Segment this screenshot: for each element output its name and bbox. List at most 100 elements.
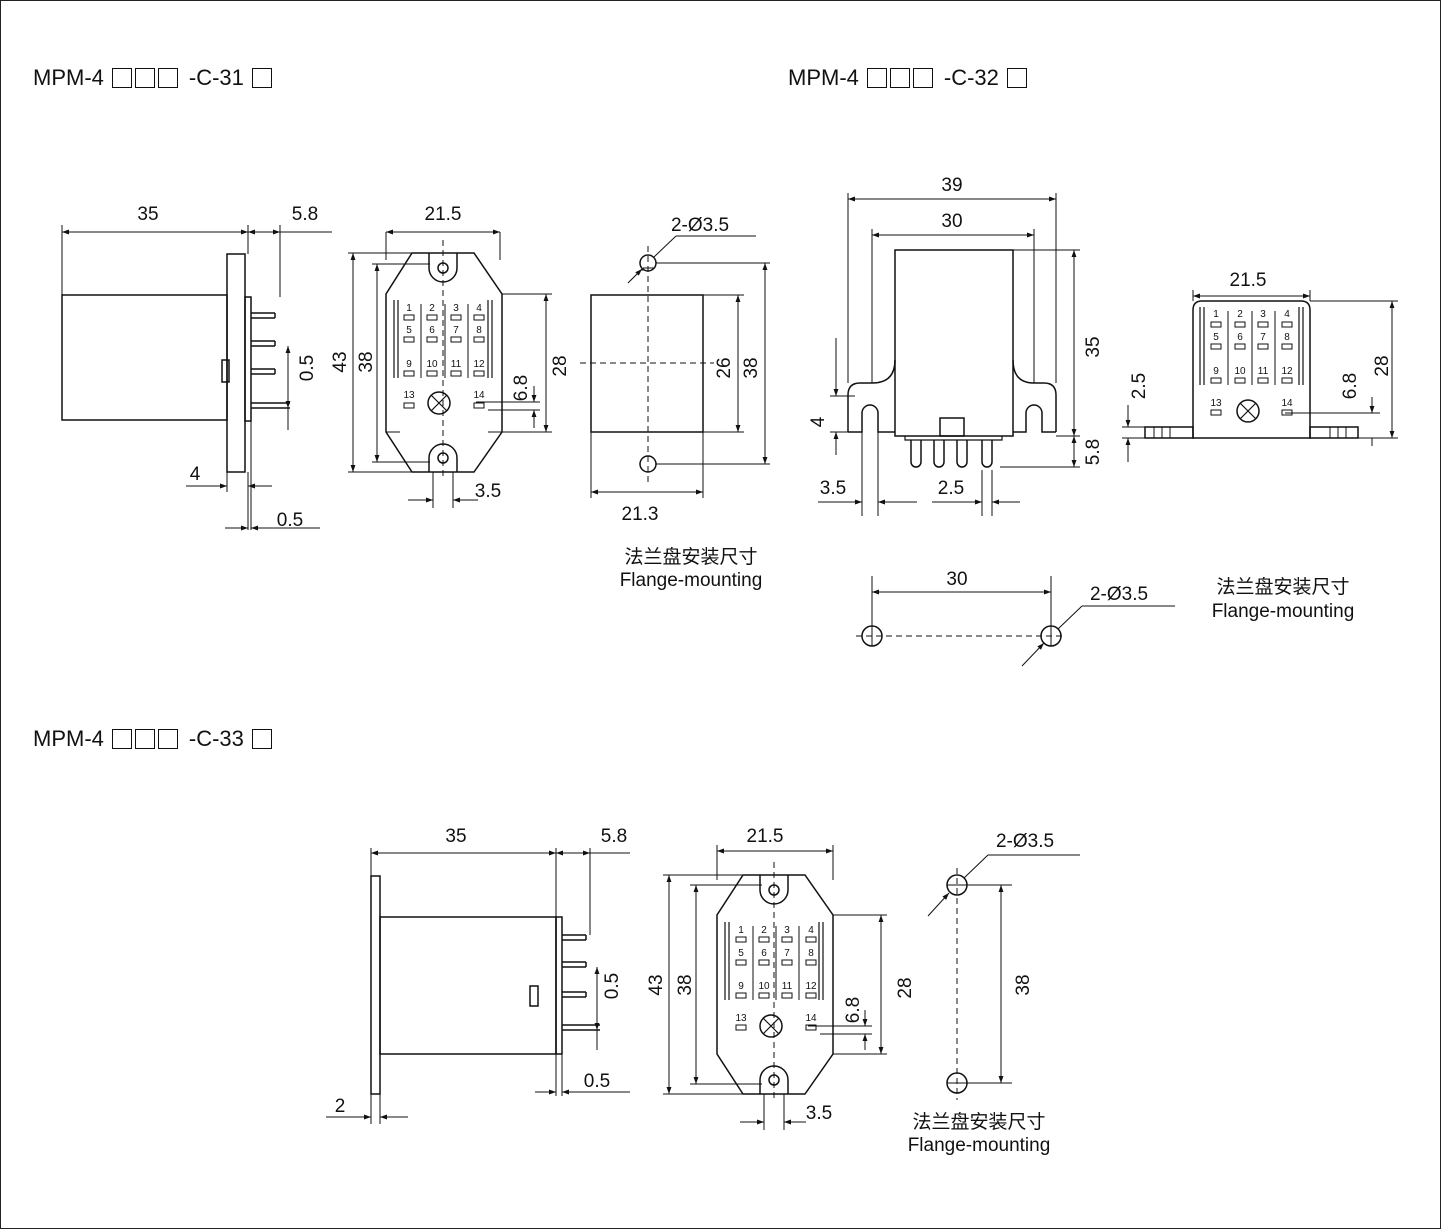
front-outline [385, 252, 503, 473]
code-box [251, 68, 272, 88]
pin-label: 7 [1260, 332, 1266, 343]
pin-label: 9 [1213, 366, 1219, 377]
dim-label: 38 [1013, 974, 1034, 995]
dim-label: 21.3 [622, 504, 659, 525]
dim-label: 0.5 [297, 355, 318, 381]
dim-label: 21.5 [1230, 270, 1267, 291]
pin-label: 9 [406, 359, 412, 370]
title-c33-suffix: -C-33 [188, 726, 244, 751]
pin-grid-c32: 1 2 3 4 5 6 7 8 9 10 11 12 13 14 [1210, 309, 1293, 416]
caption-en: Flange-mounting [620, 570, 763, 591]
title-c32-prefix: MPM-4 [788, 65, 859, 90]
test-button [1236, 399, 1260, 423]
relay-body [894, 249, 1014, 437]
pin-label: 8 [476, 325, 482, 336]
code-box [889, 68, 910, 88]
code-box [1006, 68, 1027, 88]
pin-label: 13 [403, 390, 415, 401]
pin-label: 1 [406, 303, 412, 314]
title-c33-prefix: MPM-4 [33, 726, 104, 751]
dim-label: 21.5 [425, 204, 462, 225]
base-plate [555, 916, 563, 1055]
pin-label: 7 [453, 325, 459, 336]
pin-label: 3 [784, 925, 790, 936]
title-c31-prefix: MPM-4 [33, 65, 104, 90]
pin-label: 10 [426, 359, 438, 370]
code-box [111, 729, 132, 749]
pin-label: 8 [808, 948, 814, 959]
flange-view-c32 [856, 625, 1066, 647]
caption-zh: 法兰盘安装尺寸 [1216, 576, 1349, 598]
dim-label: 35 [445, 826, 466, 847]
caption-en: Flange-mounting [908, 1135, 1051, 1156]
front-view-c33 [716, 874, 834, 1130]
pin-label: 6 [1237, 332, 1243, 343]
pin-label: 4 [1284, 309, 1290, 320]
left-tab [1144, 426, 1194, 439]
right-tab [1309, 426, 1359, 439]
dim-label: 6.8 [511, 375, 532, 401]
dim-label: 35 [137, 204, 158, 225]
dim-label: 38 [741, 357, 762, 378]
code-box [912, 68, 933, 88]
dim-label: 28 [550, 355, 571, 376]
dim-label: 5.8 [292, 204, 318, 225]
front-outline [716, 874, 834, 1095]
pin-label: 1 [738, 925, 744, 936]
dim-label: 3.5 [806, 1103, 832, 1124]
pin-label: 13 [735, 1013, 747, 1024]
pin-label: 5 [1213, 332, 1219, 343]
right-bracket [1012, 359, 1057, 432]
test-button [427, 391, 451, 415]
dim-label: 0.5 [584, 1071, 610, 1092]
bottom-view-c32 [1144, 300, 1359, 439]
pin-label: 6 [429, 325, 435, 336]
pin-grid-c33: 1 2 3 4 5 6 7 8 9 10 11 12 13 14 [735, 925, 817, 1031]
dim-label: 26 [714, 357, 735, 378]
pin-label: 5 [406, 325, 412, 336]
code-box [157, 68, 178, 88]
dims-flange-c33 [927, 854, 1080, 1084]
mounting-flange [370, 875, 381, 1095]
pin-grid-c31: 1 2 3 4 5 6 7 8 9 10 11 12 13 14 [403, 303, 485, 409]
side-view-c31 [61, 225, 290, 530]
dim-label: 5.8 [601, 826, 627, 847]
dim-label: 2.5 [938, 478, 964, 499]
pin-label: 2 [761, 925, 767, 936]
indicator-slot [529, 985, 539, 1007]
base-outline [1192, 300, 1311, 439]
pin-label: 14 [1281, 398, 1293, 409]
pin-label: 4 [808, 925, 814, 936]
pin-label: 3 [453, 303, 459, 314]
dim-label: 28 [1372, 355, 1393, 376]
dim-label: 38 [675, 974, 696, 995]
dim-label: 39 [941, 175, 962, 196]
dim-label: 38 [356, 351, 377, 372]
dim-label: 21.5 [747, 826, 784, 847]
dims-bottom-c32 [1122, 290, 1398, 462]
dim-label: 30 [941, 211, 962, 232]
mounting-slot [759, 1065, 789, 1094]
pin-label: 4 [476, 303, 482, 314]
dims-front-c31 [348, 229, 552, 503]
title-c31-suffix: -C-31 [188, 65, 244, 90]
dim-label: 28 [895, 977, 916, 998]
dims-side-c32 [818, 193, 1080, 516]
dim-label: 43 [330, 351, 351, 372]
dims-side-c33 [326, 850, 630, 1120]
pin-label: 8 [1284, 332, 1290, 343]
code-box [251, 729, 272, 749]
dim-label: 6.8 [843, 997, 864, 1023]
pin-label: 11 [782, 981, 793, 992]
pin-label: 2 [429, 303, 435, 314]
test-button [759, 1014, 783, 1038]
pin-label: 6 [761, 948, 767, 959]
dim-label: 35 [1083, 336, 1104, 357]
code-box [157, 729, 178, 749]
dim-label: 2-Ø3.5 [671, 215, 729, 236]
flange-body [590, 294, 704, 433]
dim-label: 2-Ø3.5 [996, 831, 1054, 852]
relay-body [61, 294, 228, 421]
base-plate [244, 296, 252, 422]
